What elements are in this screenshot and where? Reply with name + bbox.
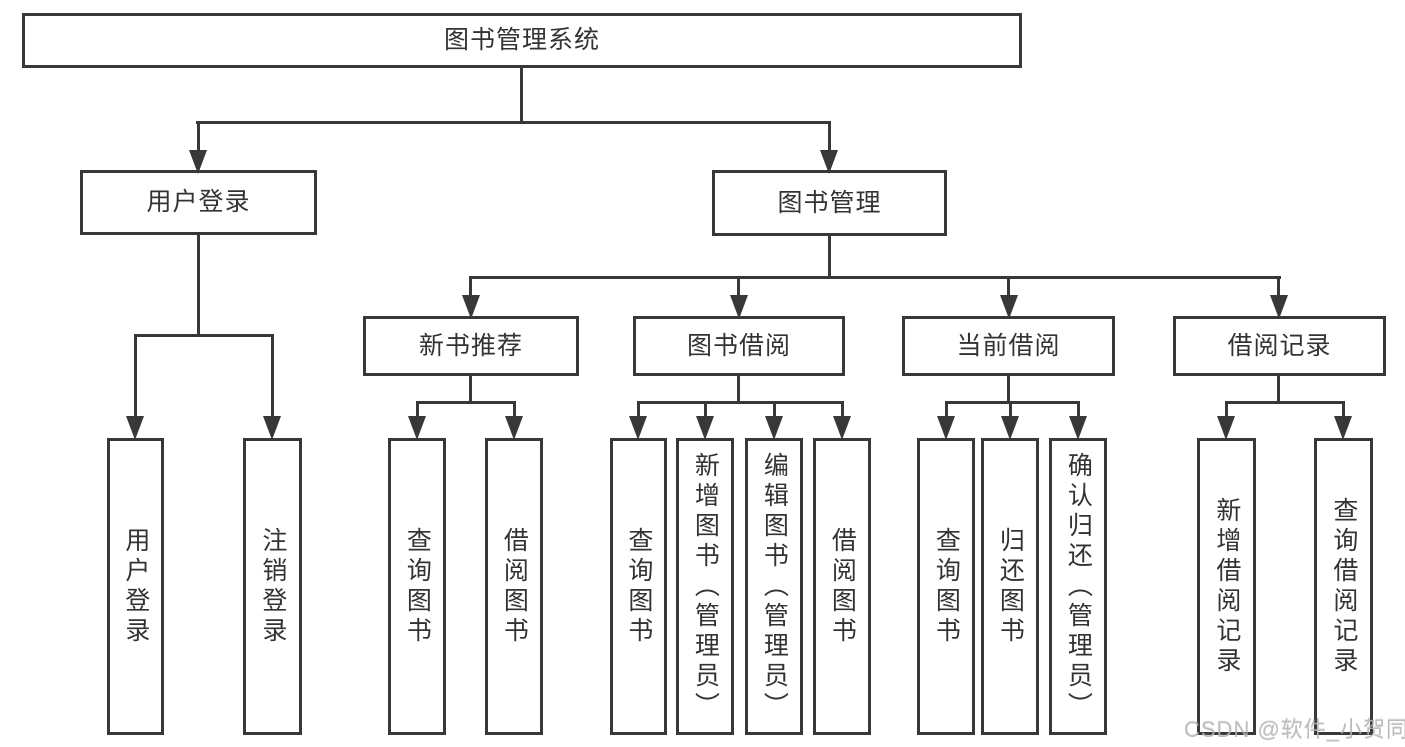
node-label-logout: 注销登录 [258, 526, 287, 647]
arrowhead-down-icon [505, 416, 523, 440]
arrowhead-down-icon [408, 416, 426, 440]
node-label-br-add: 新增借阅记录 [1212, 496, 1241, 677]
connector-line [1225, 401, 1344, 404]
connector-line [773, 401, 776, 419]
node-label-bb-add: 新增图书（管理员） [691, 451, 720, 722]
arrowhead-down-icon [1069, 416, 1087, 440]
node-bb-borrow: 借阅图书 [813, 438, 871, 735]
node-book-borrow: 图书借阅 [633, 316, 845, 376]
node-borrow-records: 借阅记录 [1173, 316, 1386, 376]
node-label-login: 用户登录 [121, 526, 150, 647]
arrowhead-down-icon [462, 295, 480, 319]
node-logout: 注销登录 [243, 438, 302, 735]
connector-line [637, 401, 640, 419]
node-label-nb-query: 查询图书 [403, 526, 432, 647]
node-bb-add: 新增图书（管理员） [676, 438, 734, 735]
node-label-book-mgmt: 图书管理 [777, 188, 882, 217]
connector-line [1077, 401, 1080, 419]
connector-line [841, 401, 844, 419]
node-label-bb-query: 查询图书 [624, 526, 653, 647]
arrowhead-down-icon [629, 416, 647, 440]
node-current-borrow: 当前借阅 [902, 316, 1115, 376]
connector-line [416, 401, 516, 404]
connector-line [1007, 276, 1010, 298]
node-label-root: 图书管理系统 [443, 26, 600, 55]
node-cb-return: 归还图书 [981, 438, 1039, 735]
arrowhead-down-icon [1217, 416, 1235, 440]
node-br-add: 新增借阅记录 [1197, 438, 1256, 735]
node-nb-borrow: 借阅图书 [485, 438, 543, 735]
node-nb-query: 查询图书 [388, 438, 446, 735]
arrowhead-down-icon [937, 416, 955, 440]
connector-line [637, 401, 844, 404]
connector-line [271, 334, 274, 418]
arrowhead-down-icon [126, 416, 144, 440]
node-label-br-query: 查询借阅记录 [1329, 496, 1358, 677]
node-root: 图书管理系统 [22, 13, 1022, 68]
node-label-book-borrow: 图书借阅 [686, 331, 791, 360]
connector-line [1007, 376, 1010, 404]
connector-line [737, 376, 740, 404]
connector-line [134, 334, 274, 337]
node-label-user-login: 用户登录 [146, 188, 251, 217]
arrowhead-down-icon [1001, 416, 1019, 440]
connector-line [196, 121, 831, 124]
node-label-bb-edit: 编辑图书（管理员） [760, 451, 789, 722]
connector-line [1277, 376, 1280, 404]
node-bb-edit: 编辑图书（管理员） [745, 438, 803, 735]
arrowhead-down-icon [820, 150, 838, 174]
node-label-cb-confirm: 确认归还（管理员） [1064, 451, 1093, 722]
node-new-book-rec: 新书推荐 [363, 316, 579, 376]
node-label-new-book-rec: 新书推荐 [418, 331, 523, 360]
arrowhead-down-icon [765, 416, 783, 440]
connector-line [469, 276, 1281, 279]
connector-line [1009, 401, 1012, 419]
arrowhead-down-icon [696, 416, 714, 440]
connector-line [828, 121, 831, 152]
connector-line [1342, 401, 1345, 419]
connector-line [828, 236, 831, 279]
node-label-cb-return: 归还图书 [996, 526, 1025, 647]
node-login: 用户登录 [107, 438, 164, 735]
connector-line [469, 376, 472, 404]
connector-line [134, 334, 137, 418]
csdn-watermark: CSDN @软件_小贺同学 [1184, 717, 1405, 742]
arrowhead-down-icon [189, 150, 207, 174]
arrowhead-down-icon [1270, 295, 1288, 319]
node-user-login: 用户登录 [80, 170, 317, 235]
connector-line [197, 235, 200, 337]
connector-line [945, 401, 948, 419]
node-label-borrow-records: 借阅记录 [1227, 331, 1332, 360]
connector-line [704, 401, 707, 419]
connector-line [945, 401, 1079, 404]
connector-line [1225, 401, 1228, 419]
node-label-nb-borrow: 借阅图书 [500, 526, 529, 647]
connector-line [469, 276, 472, 298]
arrowhead-down-icon [730, 295, 748, 319]
connector-line [513, 401, 516, 419]
node-label-bb-borrow: 借阅图书 [828, 526, 857, 647]
node-cb-query: 查询图书 [917, 438, 975, 735]
connector-line [416, 401, 419, 419]
node-label-current-borrow: 当前借阅 [956, 331, 1061, 360]
node-book-mgmt: 图书管理 [712, 170, 947, 236]
arrowhead-down-icon [1000, 295, 1018, 319]
connector-line [1277, 276, 1280, 298]
node-bb-query: 查询图书 [610, 438, 667, 735]
arrowhead-down-icon [263, 416, 281, 440]
node-br-query: 查询借阅记录 [1314, 438, 1373, 735]
node-label-cb-query: 查询图书 [932, 526, 961, 647]
arrowhead-down-icon [1334, 416, 1352, 440]
connector-line [197, 121, 200, 152]
arrowhead-down-icon [833, 416, 851, 440]
connector-line [737, 276, 740, 298]
connector-line [520, 68, 523, 124]
node-cb-confirm: 确认归还（管理员） [1049, 438, 1107, 735]
